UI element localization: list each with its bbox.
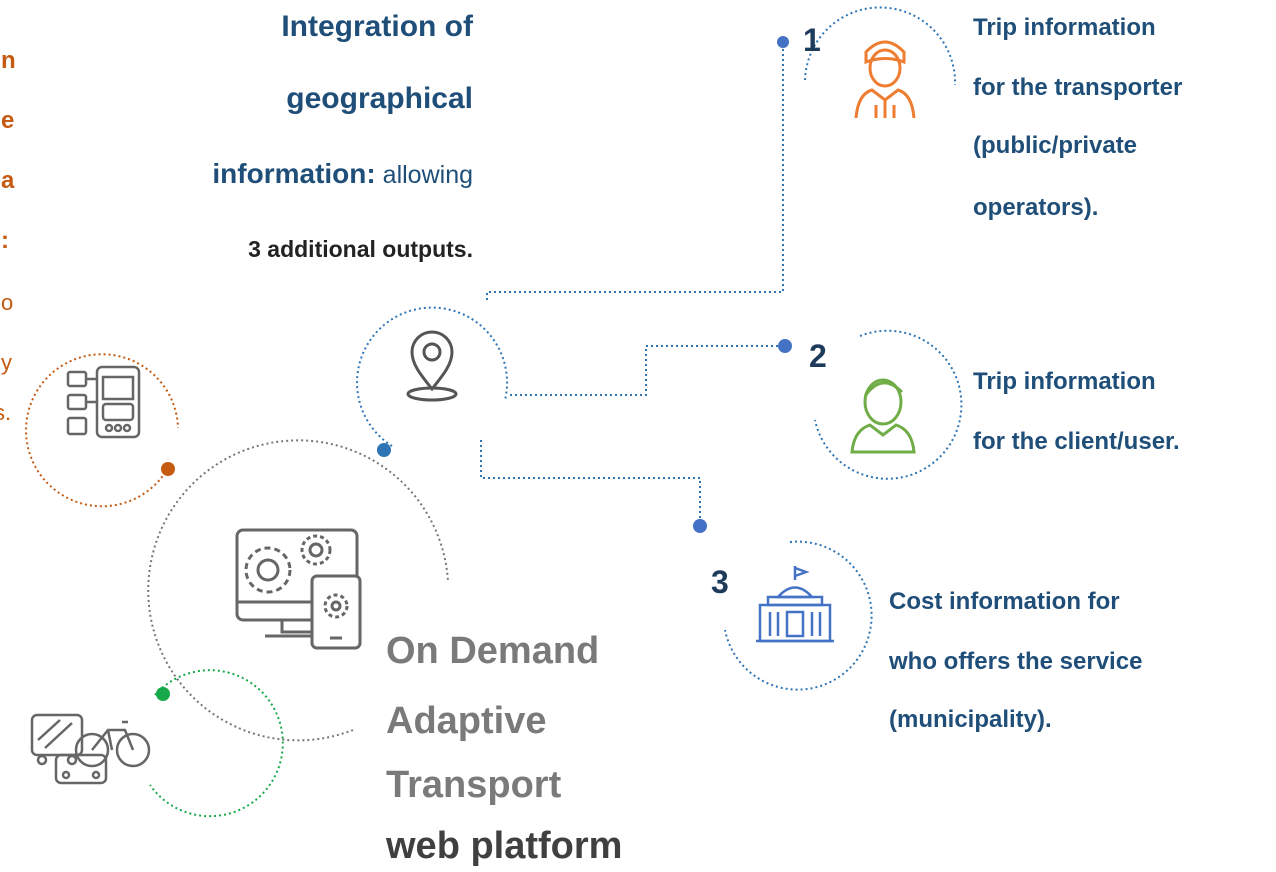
hub-circle xyxy=(356,306,508,447)
vehicles-circle xyxy=(149,669,284,818)
intro-line-3: information: allowing xyxy=(212,158,473,190)
mobile-app-icon xyxy=(66,365,141,439)
connectors xyxy=(480,42,784,526)
output-1-line-4: operators). xyxy=(973,194,1099,221)
output-2-dot xyxy=(778,339,792,353)
output-1-dot xyxy=(777,36,789,48)
hub-title-line-2: Adaptive xyxy=(386,700,547,742)
vehicles-dot xyxy=(156,687,170,701)
left-cut-text-5: o xyxy=(1,290,14,315)
intro-line-4: 3 additional outputs. xyxy=(248,236,473,262)
vehicles-icon xyxy=(30,713,151,785)
connector-output-3 xyxy=(480,440,701,526)
computer-gears-icon xyxy=(235,528,362,650)
hub-dot xyxy=(377,443,391,457)
output-1-circle xyxy=(804,6,957,86)
location-pin-icon xyxy=(406,330,458,402)
intro-line-3-rest: allowing xyxy=(375,161,473,189)
intro-line-1: Integration of xyxy=(281,10,473,43)
output-3-line-1: Cost information for xyxy=(889,588,1120,615)
hub-title-line-1: On Demand xyxy=(386,630,600,672)
person-orange-icon xyxy=(854,40,916,119)
output-2-circle xyxy=(814,329,963,480)
output-2-line-1: Trip information xyxy=(973,368,1156,395)
intro-line-2: geographical xyxy=(286,82,473,115)
left-cut-text-3: a xyxy=(1,167,15,194)
intro-line-3-bold: information: xyxy=(212,158,376,189)
output-2-line-2: for the client/user. xyxy=(973,428,1180,455)
output-3-line-3: (municipality). xyxy=(889,706,1052,733)
output-3-circle xyxy=(724,540,873,691)
output-2-number: 2 xyxy=(809,338,827,374)
person-green-icon xyxy=(850,378,916,454)
connector-output-2 xyxy=(510,345,783,396)
left-cut-text-4: : xyxy=(1,227,9,254)
hub-title-line-3: Transport xyxy=(386,764,562,806)
output-1-line-2: for the transporter xyxy=(973,74,1183,101)
mobile-dot xyxy=(161,462,175,476)
output-3-dot xyxy=(693,519,707,533)
left-cut-text-2: e xyxy=(1,107,15,134)
output-1-line-3: (public/private xyxy=(973,132,1138,159)
hub-title-line-4: web platform xyxy=(386,825,623,867)
output-3-line-2: who offers the service xyxy=(889,648,1143,675)
left-cut-text-6: y xyxy=(1,350,12,375)
left-cut-text-7: s. xyxy=(0,400,12,425)
output-3-number: 3 xyxy=(711,564,729,600)
connector-output-1 xyxy=(486,42,784,300)
output-1-line-1: Trip information xyxy=(973,14,1156,41)
platform-arc xyxy=(147,439,449,742)
left-cut-text-1: n xyxy=(1,47,16,74)
government-building-icon xyxy=(756,566,834,643)
output-1-number: 1 xyxy=(803,22,821,58)
